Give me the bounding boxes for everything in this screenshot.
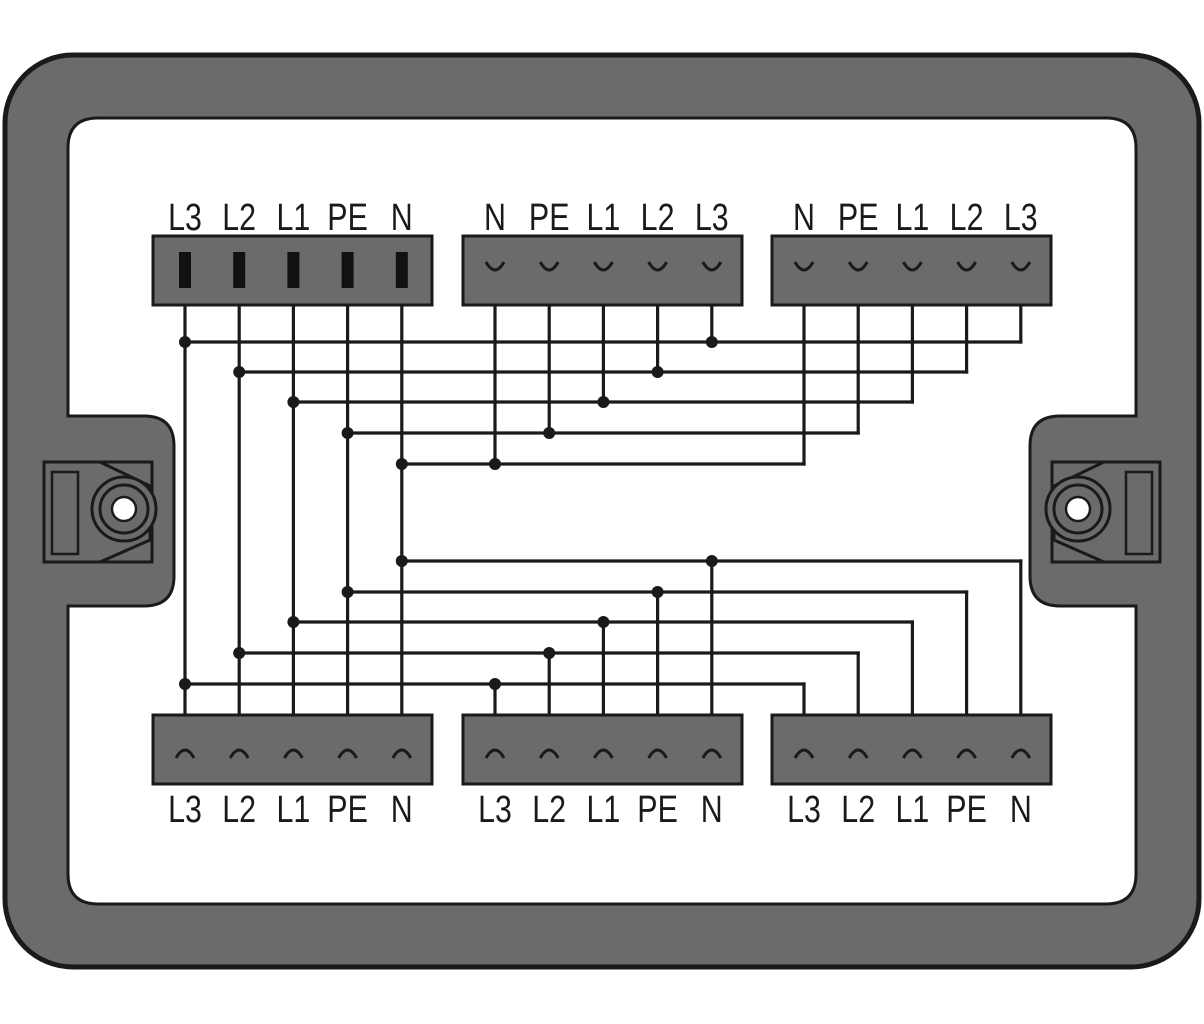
socket-contact — [593, 748, 614, 759]
socket-contact — [337, 748, 358, 759]
junction-dot — [543, 647, 556, 659]
socket-contact — [847, 261, 869, 272]
pin-label: PE — [529, 197, 570, 239]
mounting-hole-icon — [90, 475, 158, 543]
socket-contact — [847, 748, 869, 759]
pin-label: PE — [946, 789, 987, 831]
left-mounting-tab — [42, 460, 158, 564]
socket-contact — [902, 748, 923, 759]
pin-label: L1 — [276, 789, 310, 831]
plug-pin — [233, 252, 246, 288]
pin-label: L2 — [222, 789, 256, 831]
pin-label: L1 — [895, 789, 929, 831]
junction-dot — [287, 396, 300, 408]
plug-pin — [287, 252, 300, 288]
junction-dot — [543, 427, 556, 439]
socket-contact — [484, 748, 506, 759]
junction-dot — [179, 336, 191, 348]
socket-contact — [902, 261, 923, 272]
pin-label: L3 — [787, 789, 821, 831]
junction-dot — [395, 555, 408, 567]
socket-contact — [484, 261, 506, 272]
junction-dot — [395, 458, 408, 470]
connector-out-top-1: N PE L1 L2 L3 — [461, 197, 744, 307]
pin-label: N — [391, 789, 413, 831]
panel — [66, 116, 1138, 906]
socket-contact — [174, 748, 196, 759]
socket-contact — [1010, 261, 1032, 272]
pin-label: N — [484, 197, 506, 239]
pin-label: PE — [838, 197, 879, 239]
junction-dot — [489, 458, 501, 470]
connector-out-bottom-2: L3 L2 L1 PE N — [461, 713, 744, 831]
junction-dot — [597, 616, 610, 628]
connector-out-bottom-3: L3 L2 L1 PE N — [770, 713, 1053, 831]
socket-contact — [956, 748, 977, 759]
socket-contact — [793, 261, 815, 272]
socket-contact — [283, 748, 304, 759]
socket-contact — [647, 748, 668, 759]
pin-label: PE — [327, 789, 368, 831]
socket-contact — [391, 748, 413, 759]
pin-label: L3 — [478, 789, 512, 831]
mounting-hole-icon — [1044, 475, 1112, 543]
pin-label: PE — [327, 197, 368, 239]
plug-pin — [179, 252, 191, 288]
wiring — [179, 303, 1023, 717]
junction-dot — [341, 427, 354, 439]
junction-dot — [233, 647, 246, 659]
pin-label: L3 — [168, 789, 202, 831]
connector-body — [770, 234, 1053, 307]
pin-label: N — [391, 197, 413, 239]
junction-dot — [233, 366, 246, 378]
socket-contact — [228, 748, 250, 759]
socket-contact — [956, 261, 977, 272]
socket-contact — [701, 261, 723, 272]
socket-contact — [538, 748, 560, 759]
junction-dot — [341, 586, 354, 598]
pin-label: PE — [637, 789, 678, 831]
socket-contact — [538, 261, 560, 272]
socket-contact — [793, 748, 815, 759]
pin-label: L2 — [532, 789, 566, 831]
pin-label: N — [793, 197, 815, 239]
junction-dot — [705, 336, 718, 348]
pin-label: L1 — [895, 197, 929, 239]
pin-label: N — [701, 789, 723, 831]
junction-dot — [489, 678, 501, 690]
pin-label: L3 — [695, 197, 729, 239]
pin-label: L2 — [841, 789, 875, 831]
junction-dot — [179, 678, 191, 690]
junction-dot — [597, 396, 610, 408]
pin-label: N — [1010, 789, 1032, 831]
junction-dot — [287, 616, 300, 628]
pin-label: L3 — [168, 197, 202, 239]
plug-pin — [341, 252, 354, 288]
socket-contact — [593, 261, 614, 272]
pin-label: L3 — [1004, 197, 1038, 239]
pin-label: L1 — [586, 197, 620, 239]
connector-in: L3 L2 L1 PE N — [151, 197, 434, 307]
socket-contact — [1010, 748, 1032, 759]
pin-label: L2 — [950, 197, 984, 239]
pin-label: L2 — [222, 197, 256, 239]
pin-label: L1 — [586, 789, 620, 831]
socket-contact — [647, 261, 668, 272]
junction-dot — [651, 366, 664, 378]
junction-dot — [705, 555, 718, 567]
connector-out-bottom-1: L3 L2 L1 PE N — [151, 713, 434, 831]
pin-label: L1 — [276, 197, 310, 239]
right-mounting-tab — [1044, 460, 1162, 564]
pin-label: L2 — [641, 197, 675, 239]
plug-pin — [395, 252, 408, 288]
socket-contact — [701, 748, 723, 759]
junction-dot — [651, 586, 664, 598]
connector-out-top-2: N PE L1 L2 L3 — [770, 197, 1053, 307]
